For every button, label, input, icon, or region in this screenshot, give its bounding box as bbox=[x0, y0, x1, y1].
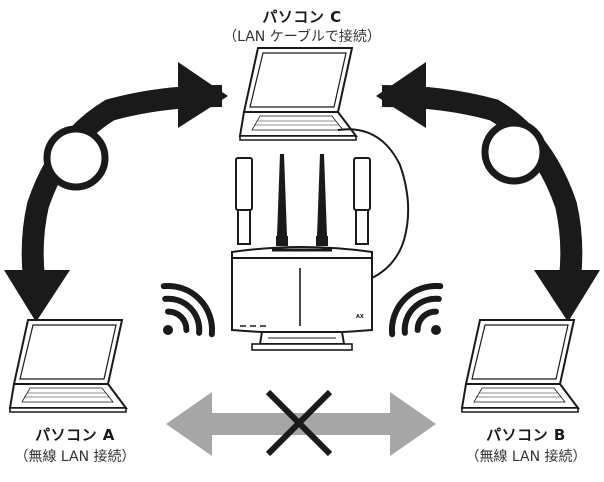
arrow-c-to-a bbox=[4, 62, 228, 322]
pc-b-name: パソコン B bbox=[486, 426, 566, 444]
pc-a-connection: （無線 LAN 接続） bbox=[14, 449, 136, 465]
laptop-icon bbox=[9, 319, 127, 413]
laptop-icon bbox=[239, 47, 357, 141]
pc-b-connection: （無線 LAN 接続） bbox=[465, 449, 587, 465]
pc-c-connection: （LAN ケーブルで接続） bbox=[223, 29, 381, 45]
wifi-signal-icon bbox=[388, 282, 444, 338]
cross-icon bbox=[265, 389, 333, 457]
pc-a-name: パソコン A bbox=[35, 426, 115, 444]
lan-cable bbox=[337, 128, 410, 279]
circle-ok-icon bbox=[481, 119, 547, 185]
wireless-router-icon: AX bbox=[231, 154, 373, 351]
wifi-signal-icon bbox=[160, 282, 216, 338]
laptop-icon bbox=[461, 319, 579, 413]
circle-ok-icon bbox=[43, 125, 109, 191]
pc-c-name: パソコン C bbox=[262, 8, 342, 26]
arrow-c-to-b bbox=[376, 62, 600, 322]
svg-text:AX: AX bbox=[356, 314, 364, 320]
